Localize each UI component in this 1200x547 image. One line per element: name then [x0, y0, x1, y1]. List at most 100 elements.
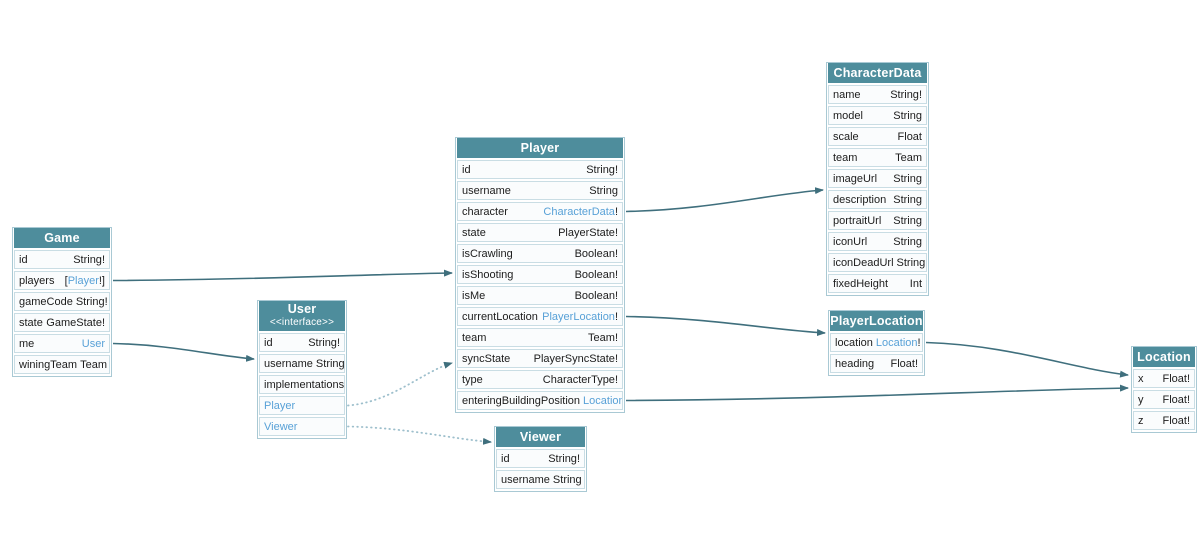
- edge-game-me-to-user: [112, 342, 255, 362]
- field-type: CharacterType!: [543, 374, 618, 386]
- type-scalar: Float: [1162, 372, 1187, 385]
- field-row-name[interactable]: name String!: [828, 85, 927, 104]
- field-name: fixedHeight: [833, 277, 889, 290]
- field-row-players[interactable]: players[Player!]: [14, 271, 110, 290]
- table-header-game[interactable]: Game: [14, 228, 110, 248]
- type-scalar: CharacterType: [542, 373, 615, 386]
- edge-player-character-to-characterdata: [625, 187, 824, 213]
- type-link[interactable]: Player: [67, 274, 99, 287]
- type-scalar: String: [893, 109, 922, 122]
- type-scalar: String: [589, 184, 618, 197]
- field-name: winingTeam: [19, 358, 78, 371]
- field-type[interactable]: [Player!]: [65, 275, 105, 287]
- field-type: Team: [895, 152, 922, 164]
- implementation-row-viewer[interactable]: Viewer: [259, 417, 345, 436]
- type-link[interactable]: CharacterData: [543, 205, 615, 218]
- type-scalar: String: [893, 172, 922, 185]
- field-type[interactable]: CharacterData!: [543, 206, 618, 218]
- field-row-model[interactable]: model String: [828, 106, 927, 125]
- type-suffix: !: [918, 88, 922, 101]
- implementation-row-player[interactable]: Player: [259, 396, 345, 415]
- type-suffix: !: [101, 316, 105, 329]
- type-scalar: Team: [895, 151, 922, 164]
- field-name: model: [833, 109, 863, 122]
- table-header-player[interactable]: Player: [457, 138, 623, 158]
- field-type: Float!: [1162, 394, 1190, 406]
- field-type[interactable]: PlayerLocation!: [542, 311, 618, 323]
- type-link[interactable]: PlayerLocation: [542, 310, 615, 323]
- type-prefix: [: [64, 274, 68, 287]
- section-row-implementations[interactable]: implementations: [259, 375, 345, 394]
- field-name: name: [833, 88, 861, 101]
- field-type[interactable]: Location: [583, 394, 623, 407]
- field-type: String!: [76, 296, 108, 308]
- field-row-type[interactable]: type CharacterType!: [457, 370, 623, 389]
- field-type[interactable]: Location!: [876, 337, 921, 349]
- type-suffix: !: [614, 226, 618, 239]
- table-header-user[interactable]: User<<interface>>: [259, 301, 345, 331]
- field-name: gameCode: [19, 295, 73, 308]
- field-type[interactable]: User: [82, 338, 105, 350]
- field-row-fixedheight[interactable]: fixedHeight Int: [828, 274, 927, 293]
- type-suffix: !: [1186, 414, 1190, 427]
- type-link[interactable]: Location: [875, 336, 918, 349]
- field-type: Team: [80, 359, 107, 371]
- field-type: PlayerState!: [558, 227, 618, 239]
- field-type: Int: [910, 278, 922, 290]
- field-name: description: [833, 193, 887, 206]
- table-header-playerlocation[interactable]: PlayerLocation: [830, 311, 923, 331]
- field-name: id: [501, 452, 510, 465]
- field-type: String: [893, 173, 922, 185]
- type-link[interactable]: User: [81, 337, 105, 350]
- table-header-location[interactable]: Location: [1133, 347, 1195, 367]
- table-header-characterdata[interactable]: CharacterData: [828, 63, 927, 83]
- field-name: state: [19, 316, 43, 329]
- field-type: String: [893, 236, 922, 248]
- field-type: GameState!: [46, 317, 105, 329]
- implementation-type-link[interactable]: Player: [264, 399, 296, 412]
- type-link[interactable]: Location: [583, 394, 623, 407]
- table-header-viewer[interactable]: Viewer: [496, 427, 585, 447]
- field-name: type: [462, 373, 483, 386]
- type-scalar: String: [890, 88, 919, 101]
- section-label: implementations: [264, 378, 345, 391]
- type-scalar: String: [548, 452, 577, 465]
- field-name: portraitUrl: [833, 214, 882, 227]
- field-name: isMe: [462, 289, 486, 302]
- implementation-type-link[interactable]: Viewer: [264, 420, 298, 433]
